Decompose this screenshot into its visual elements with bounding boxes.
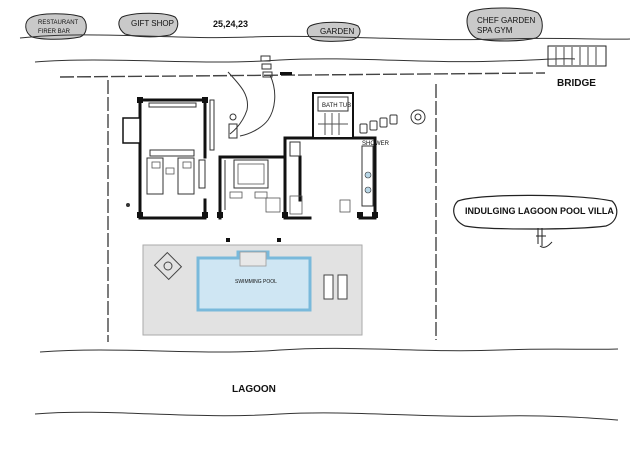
middle-room — [218, 155, 287, 220]
plot-boundary-top — [59, 72, 546, 78]
bedroom-left — [122, 98, 215, 220]
villa-name-label: INDULGING LAGOON POOL VILLA — [465, 206, 614, 216]
upper-path-line — [19, 34, 631, 41]
shoreline-lower — [34, 411, 619, 421]
deck-table-chairs — [153, 251, 183, 281]
garden-label: GARDEN — [320, 27, 354, 36]
spa-gym-label: SPA GYM — [477, 26, 513, 35]
posts — [137, 97, 378, 242]
bath-tub-deck — [312, 92, 354, 139]
lamp — [229, 113, 237, 121]
restaurant-label: RESTAURANT — [38, 20, 79, 26]
entry-threshold — [280, 72, 292, 75]
lower-path-line — [34, 58, 576, 63]
stepping-stones-right — [359, 109, 426, 134]
outdoor-shower — [228, 123, 238, 139]
villa-name-bubble — [453, 194, 618, 230]
gift-shop-bubble — [118, 12, 179, 38]
bath-tub-label: BATH TUB — [322, 103, 351, 109]
stepping-stone — [260, 55, 271, 62]
gift-shop-label: GIFT SHOP — [131, 19, 174, 28]
restaurant-bubble — [25, 13, 87, 40]
sun-loungers — [323, 274, 348, 300]
lagoon-label: LAGOON — [232, 384, 276, 395]
swimming-pool — [196, 250, 312, 312]
swimming-pool-label: SWIMMING POOL — [235, 279, 277, 285]
pool-steps — [239, 251, 267, 267]
walkway-left — [227, 71, 249, 135]
firer-bar-label: FIRER BAR — [38, 29, 71, 35]
bathroom-right — [283, 136, 377, 220]
bridge-planks — [555, 47, 597, 65]
villa-numbers-label: 25,24,23 — [213, 19, 248, 29]
shoreline-upper — [39, 347, 619, 353]
shower-label: SHOWER — [362, 141, 390, 147]
walkway-right — [239, 74, 276, 137]
grass-scribble — [536, 228, 553, 248]
bridge-label: BRIDGE — [557, 78, 596, 89]
stepping-stone — [261, 63, 272, 70]
chef-garden-label: CHEF GARDEN — [477, 16, 535, 25]
stepping-stone — [262, 71, 273, 78]
bridge — [547, 45, 607, 67]
